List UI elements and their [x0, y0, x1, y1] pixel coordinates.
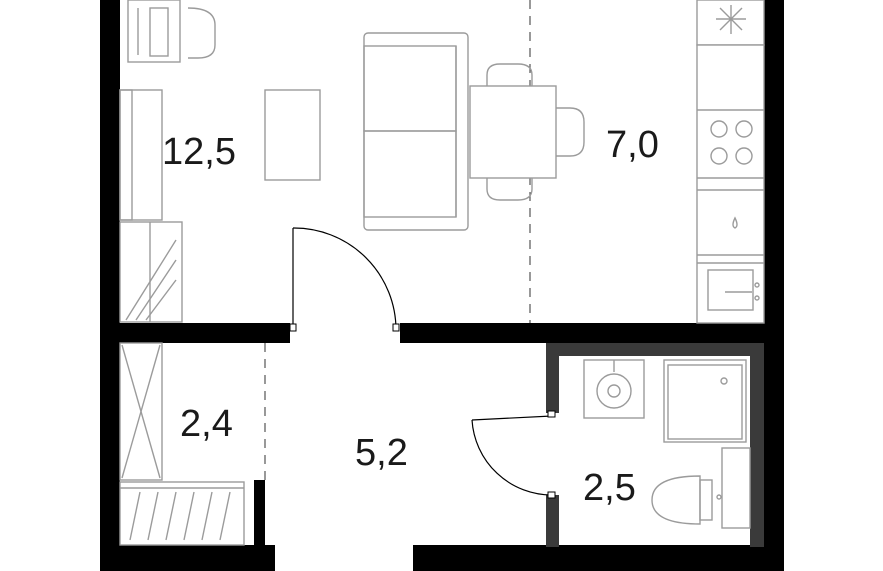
fridge-icon [696, 0, 765, 46]
toilet-icon [651, 447, 751, 529]
desk-chair-icon [127, 0, 216, 63]
kitchen-sink-icon [707, 269, 760, 311]
area-label-kitchen: 7,0 [606, 124, 659, 166]
wall-bath-right [750, 343, 764, 547]
coffee-table-icon [264, 89, 321, 181]
wall-bath-left-upper [546, 343, 559, 413]
area-label-hallway: 5,2 [355, 432, 408, 474]
wall-bath-left-lower [546, 495, 559, 547]
wardrobe-icon [119, 89, 183, 323]
door-icon [289, 227, 556, 499]
kitchen-counter [696, 44, 765, 324]
wall-left [100, 0, 120, 550]
area-label-bathroom: 2,5 [583, 467, 636, 509]
dining-table-icon [469, 63, 585, 201]
storage-shelf-icon [119, 342, 245, 546]
wall-right [764, 0, 784, 550]
wall-partition-left [120, 323, 290, 343]
wall-storage-stub [254, 480, 265, 545]
area-label-living-room: 12,5 [162, 131, 236, 173]
wall-bath-top [546, 343, 764, 356]
wall-partition-right [400, 323, 764, 343]
area-label-storage: 2,4 [180, 403, 233, 445]
kitchen-cabinet-icon [732, 216, 738, 229]
washing-machine-icon [583, 359, 645, 419]
walls [100, 0, 784, 571]
hob-icon [710, 120, 753, 165]
sofa-icon [363, 32, 469, 231]
shower-icon [663, 359, 747, 443]
wall-bottom-left [100, 545, 275, 571]
wall-bottom-right [413, 545, 784, 571]
